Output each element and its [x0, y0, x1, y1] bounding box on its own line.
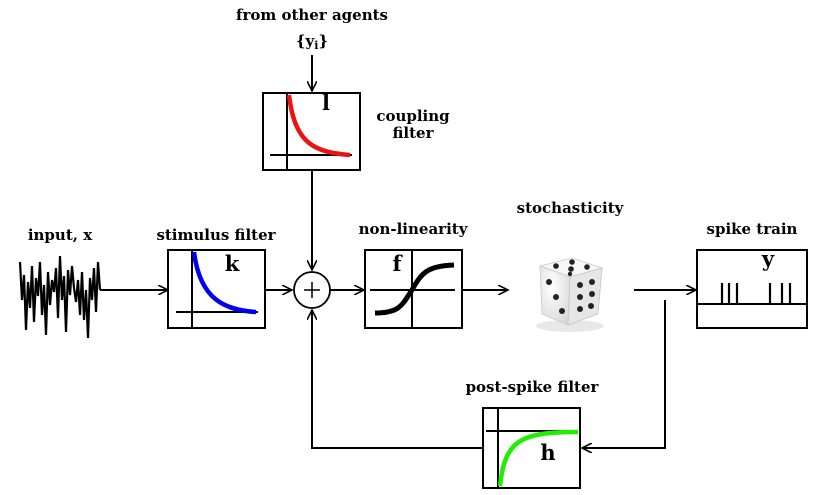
spike-marks	[720, 283, 792, 304]
stimulus-filter-box: k	[167, 249, 266, 329]
post-spike-to-sum-arrow	[312, 310, 483, 449]
coupling-curve	[286, 94, 351, 158]
plus-circle-icon	[293, 271, 331, 309]
nonlinearity-box: f	[364, 249, 463, 329]
stimulus-curve	[191, 251, 257, 315]
spike-train-label: spike train	[707, 220, 798, 238]
spike-train-box: y	[696, 246, 808, 329]
post-spike-curve	[497, 429, 579, 487]
nonlinearity-letter: f	[392, 251, 403, 276]
input-label: input, x	[28, 226, 93, 244]
coupling-filter-letter: l	[322, 90, 330, 115]
spike-to-post-spike-arrow	[582, 300, 666, 448]
stochasticity-label: stochasticity	[517, 199, 625, 217]
post-spike-filter-letter: h	[540, 440, 555, 465]
nonlinearity-label: non-linearity	[359, 220, 469, 238]
post-spike-filter-box: h	[482, 407, 581, 489]
dice-icon	[536, 257, 604, 332]
stimulus-filter-label: stimulus filter	[156, 226, 276, 244]
coupling-filter-box: l	[262, 90, 361, 171]
coupling-filter-label-line2: filter	[393, 124, 435, 142]
nonlinearity-curve	[374, 262, 455, 316]
post-spike-filter-label: post-spike filter	[466, 378, 600, 396]
input-signal	[18, 255, 102, 339]
stimulus-filter-letter: k	[225, 251, 240, 276]
coupling-filter-label-line1: coupling	[376, 107, 450, 125]
y-set-label: {yi}	[296, 32, 328, 52]
from-other-agents-label: from other agents	[236, 6, 388, 24]
spike-train-letter: y	[761, 246, 775, 271]
